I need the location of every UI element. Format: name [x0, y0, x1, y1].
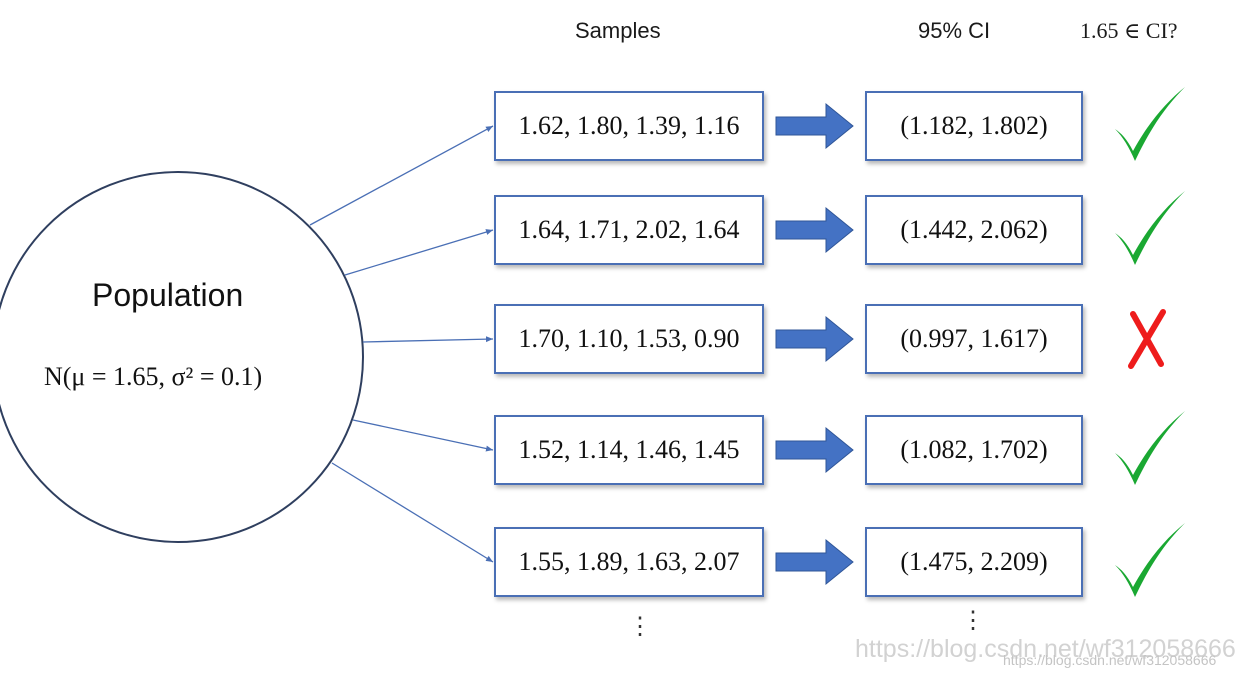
sample-values: 1.52, 1.14, 1.46, 1.45: [518, 435, 740, 464]
sample-box: 1.55, 1.89, 1.63, 2.07: [494, 527, 764, 597]
connector-arrow: [352, 419, 494, 452]
connector-arrow: [344, 229, 494, 276]
ci-box: (0.997, 1.617): [865, 304, 1083, 374]
check-icon: [1115, 87, 1185, 161]
sample-values: 1.55, 1.89, 1.63, 2.07: [518, 547, 740, 576]
sample-box: 1.52, 1.14, 1.46, 1.45: [494, 415, 764, 485]
watermark-large: https://blog.csdn.net/wf312058666: [855, 635, 1236, 663]
sample-values: 1.62, 1.80, 1.39, 1.16: [518, 111, 740, 140]
block-arrow-icon: [775, 426, 854, 474]
ci-box: (1.442, 2.062): [865, 195, 1083, 265]
cross-icon: [1128, 309, 1166, 369]
ci-box: (1.182, 1.802): [865, 91, 1083, 161]
ci-interval: (1.082, 1.702): [900, 435, 1048, 464]
sample-box: 1.70, 1.10, 1.53, 0.90: [494, 304, 764, 374]
connector-arrow: [331, 462, 494, 563]
ci-box: (1.475, 2.209): [865, 527, 1083, 597]
population-label: Population: [92, 277, 244, 313]
ci-interval: (1.475, 2.209): [900, 547, 1048, 576]
block-arrow-icon: [775, 102, 854, 150]
samples-ellipsis: ⋮: [628, 613, 652, 640]
population-circle: [0, 171, 364, 543]
ci-box: (1.082, 1.702): [865, 415, 1083, 485]
contains-header: 1.65 ∈ CI?: [1080, 18, 1178, 43]
block-arrow-icon: [775, 206, 854, 254]
population-formula: N(μ = 1.65, σ² = 0.1): [44, 362, 263, 391]
check-icon: [1115, 411, 1185, 485]
block-arrow-icon: [775, 538, 854, 586]
check-icon: [1115, 523, 1185, 597]
check-icon: [1115, 191, 1185, 265]
sample-values: 1.70, 1.10, 1.53, 0.90: [518, 324, 740, 353]
ci-ellipsis: ⋮: [961, 607, 985, 634]
connector-arrow: [362, 336, 494, 343]
watermark-small: https://blog.csdn.net/wf312058666: [1003, 652, 1217, 668]
sample-box: 1.62, 1.80, 1.39, 1.16: [494, 91, 764, 161]
block-arrow-icon: [775, 315, 854, 363]
ci-interval: (1.442, 2.062): [900, 215, 1048, 244]
sample-values: 1.64, 1.71, 2.02, 1.64: [518, 215, 740, 244]
sample-box: 1.64, 1.71, 2.02, 1.64: [494, 195, 764, 265]
ci-interval: (0.997, 1.617): [900, 324, 1048, 353]
samples-header: Samples: [575, 18, 661, 43]
ci-header: 95% CI: [918, 18, 991, 43]
ci-interval: (1.182, 1.802): [900, 111, 1048, 140]
connector-arrow: [309, 125, 494, 226]
